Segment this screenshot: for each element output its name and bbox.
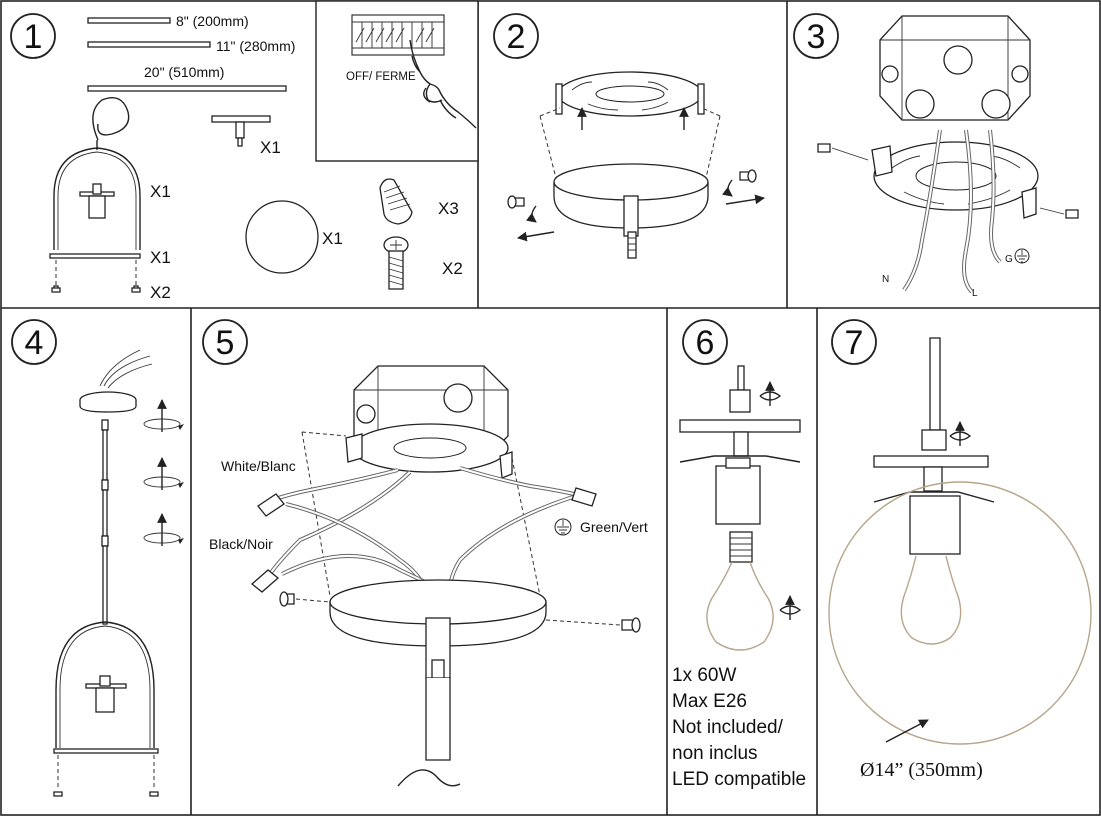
screw-qty: X2 xyxy=(442,259,463,278)
rod-20in: 20" (510mm) xyxy=(87,64,287,92)
step-badge-1: 1 xyxy=(10,13,56,59)
feet-qty: X2 xyxy=(150,283,171,302)
step6-bulb-install: 1x 60W Max E26 Not included/ non inclus … xyxy=(672,365,806,790)
wire-nut-icon xyxy=(571,487,597,507)
wire-nut-icon xyxy=(257,493,285,517)
globe-diameter-label: Ø14” (350mm) xyxy=(860,759,983,781)
ground-label: G xyxy=(1005,254,1013,265)
rotate-icon xyxy=(143,513,184,546)
step3-junction-box: N L G xyxy=(817,15,1079,299)
step4-rod-assembly xyxy=(53,349,184,797)
glass-globe-part: X1 xyxy=(245,200,343,274)
step-badge-3: 3 xyxy=(793,13,839,59)
live-label: L xyxy=(972,288,978,299)
step-number: 3 xyxy=(807,18,826,56)
bulb-spec-line3: Not included/ xyxy=(672,717,784,738)
rotate-icon xyxy=(143,399,184,432)
crossbar-part: X1 xyxy=(211,115,281,157)
screw-part: X2 xyxy=(383,236,463,290)
step-badge-2: 2 xyxy=(493,13,539,59)
wire-nut-icon xyxy=(250,569,280,593)
white-wire-label: White/Blanc xyxy=(221,458,296,474)
bulb-spec-line2: Max E26 xyxy=(672,691,747,712)
rod-20in-label: 20" (510mm) xyxy=(144,64,224,80)
power-off-inset: OFF/ FERME xyxy=(315,0,479,162)
pendant-frame-part: X1 X1 X2 xyxy=(49,97,171,302)
bulb-spec-line1: 1x 60W xyxy=(672,665,736,686)
globe-qty: X1 xyxy=(322,229,343,248)
ground-icon xyxy=(554,518,572,536)
step-number: 5 xyxy=(216,324,235,362)
step2-mount-plate xyxy=(507,71,765,259)
crossbar-qty: X1 xyxy=(260,138,281,157)
wire-nut-part: X3 xyxy=(379,178,459,225)
step-badge-7: 7 xyxy=(831,319,877,365)
step-badge-5: 5 xyxy=(202,319,248,365)
step5-wiring: White/Blanc Black/Noir Green/Vert xyxy=(209,365,648,787)
rod-8in-label: 8" (200mm) xyxy=(176,13,249,29)
step-badge-4: 4 xyxy=(11,319,57,365)
step7-globe-install: Ø14” (350mm) xyxy=(828,337,1092,781)
rod-11in: 11" (280mm) xyxy=(87,38,295,54)
rotate-icon xyxy=(779,595,802,620)
rotate-icon xyxy=(759,381,782,406)
switch-off-label: OFF/ FERME xyxy=(346,71,416,83)
step-badge-6: 6 xyxy=(682,319,728,365)
bulb-spec-line4: non inclus xyxy=(672,743,758,764)
rod-8in: 8" (200mm) xyxy=(87,13,249,29)
rotate-icon xyxy=(949,421,972,446)
wire-nut-qty: X3 xyxy=(438,199,459,218)
step-number: 7 xyxy=(845,324,864,362)
black-wire-label: Black/Noir xyxy=(209,536,273,552)
rod-11in-label: 11" (280mm) xyxy=(216,38,295,54)
base-bar-qty: X1 xyxy=(150,248,171,267)
frame-qty: X1 xyxy=(150,182,171,201)
neutral-label: N xyxy=(882,274,889,285)
step-number: 1 xyxy=(24,18,43,56)
step1-parts: 8" (200mm) 11" (280mm) 20" (510mm) OFF/ … xyxy=(49,0,479,302)
ground-icon xyxy=(1014,248,1030,264)
step-number: 2 xyxy=(507,18,526,56)
rotate-icon xyxy=(143,457,184,490)
step-number: 6 xyxy=(696,324,715,362)
step-number: 4 xyxy=(25,324,44,362)
green-wire-label: Green/Vert xyxy=(580,519,648,535)
bulb-spec-line5: LED compatible xyxy=(672,769,806,790)
